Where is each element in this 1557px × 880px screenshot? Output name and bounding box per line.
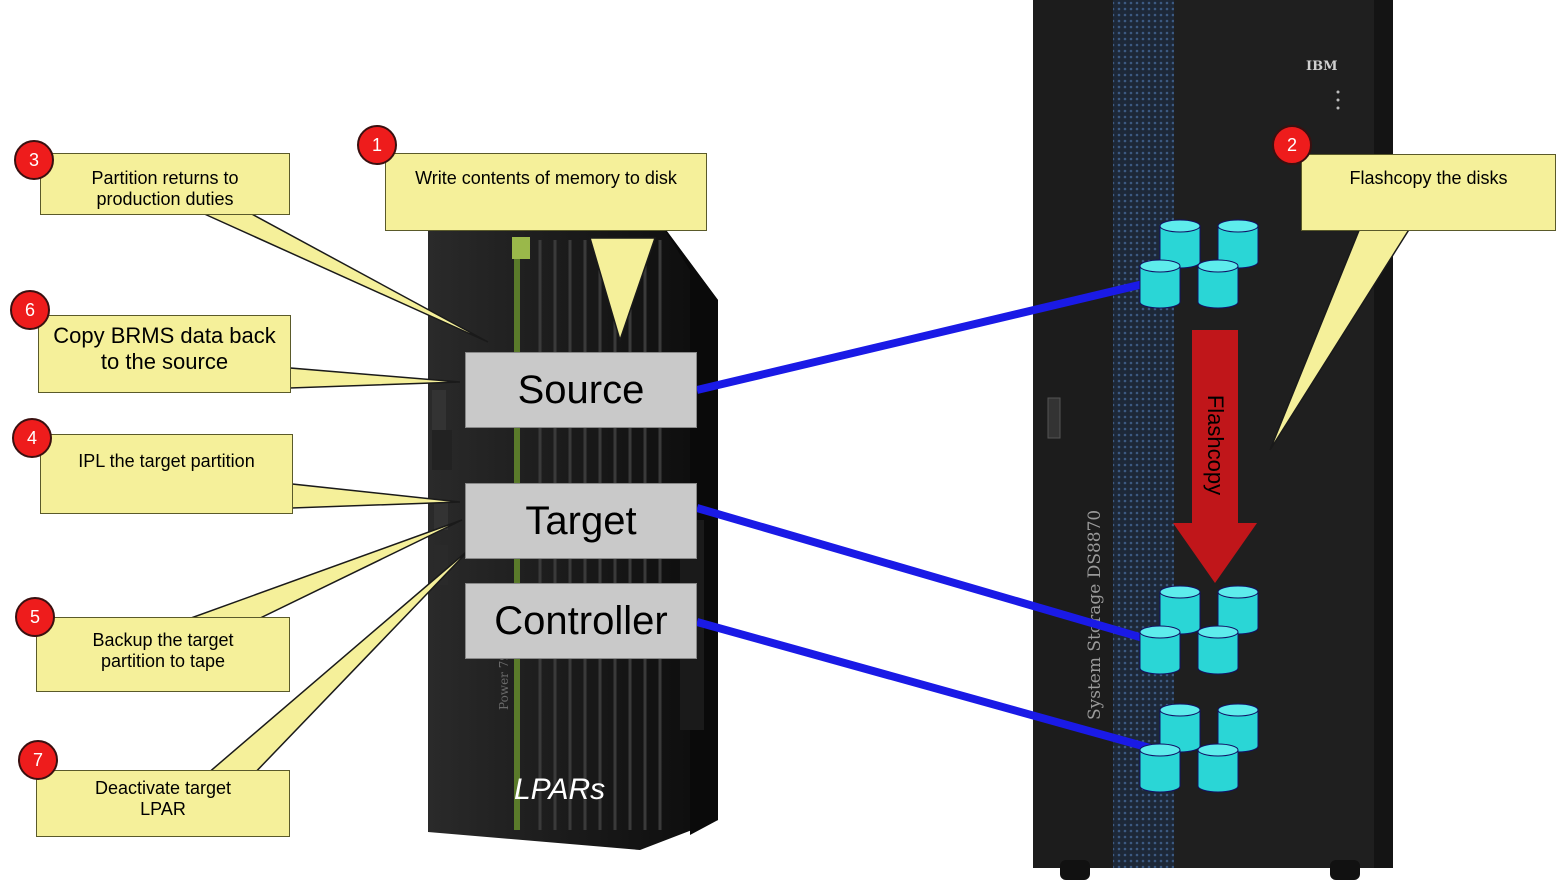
lpar-target: Target <box>465 483 697 559</box>
step-badge-7: 7 <box>18 740 58 780</box>
callout-1-pointer <box>588 237 657 343</box>
callout-4-text: IPL the target partition <box>78 451 255 471</box>
callout-5-pointer <box>179 519 463 623</box>
callout-3: Partition returns to production duties <box>40 153 290 215</box>
callout-2-text: Flashcopy the disks <box>1349 168 1508 188</box>
server-model-text: Power 795 <box>497 645 511 710</box>
flashcopy-label: Flashcopy <box>1203 394 1228 496</box>
callout-4: IPL the target partition <box>40 434 293 514</box>
storage-ibm-logo: IBM <box>1306 59 1337 74</box>
disk-stack-icon <box>1139 703 1259 793</box>
disk-stack-icon <box>1139 585 1259 675</box>
callout-3-text: Partition returns to production duties <box>91 168 239 209</box>
storage-model-text: System Storage DS8870 <box>1085 510 1105 720</box>
step-badge-6: 6 <box>10 290 50 330</box>
controller-connector <box>695 618 1152 752</box>
callout-1: Write contents of memory to disk <box>385 153 707 231</box>
callout-7-text: Deactivate target LPAR <box>94 778 232 819</box>
step-badge-2: 2 <box>1272 125 1312 165</box>
target-connector <box>695 504 1152 644</box>
flashcopy-arrow-icon <box>1173 330 1257 583</box>
step-badge-4: 4 <box>12 418 52 458</box>
callout-6: Copy BRMS data back to the source <box>38 315 291 393</box>
callout-5-text: Backup the target partition to tape <box>92 630 234 671</box>
callout-5: Backup the target partition to tape <box>36 617 290 692</box>
step-badge-5: 5 <box>15 597 55 637</box>
lpars-caption: LPARs <box>514 773 606 806</box>
step-badge-1: 1 <box>357 125 397 165</box>
lpar-controller: Controller <box>465 583 697 659</box>
callout-7: Deactivate target LPAR <box>36 770 290 837</box>
callout-1-text: Write contents of memory to disk <box>415 168 677 188</box>
disk-stack-icon <box>1139 219 1259 309</box>
source-connector <box>696 278 1153 394</box>
callout-2: Flashcopy the disks <box>1301 154 1556 231</box>
lpar-source: Source <box>465 352 697 428</box>
step-badge-3: 3 <box>14 140 54 180</box>
callout-6-text: Copy BRMS data back to the source <box>53 323 276 374</box>
